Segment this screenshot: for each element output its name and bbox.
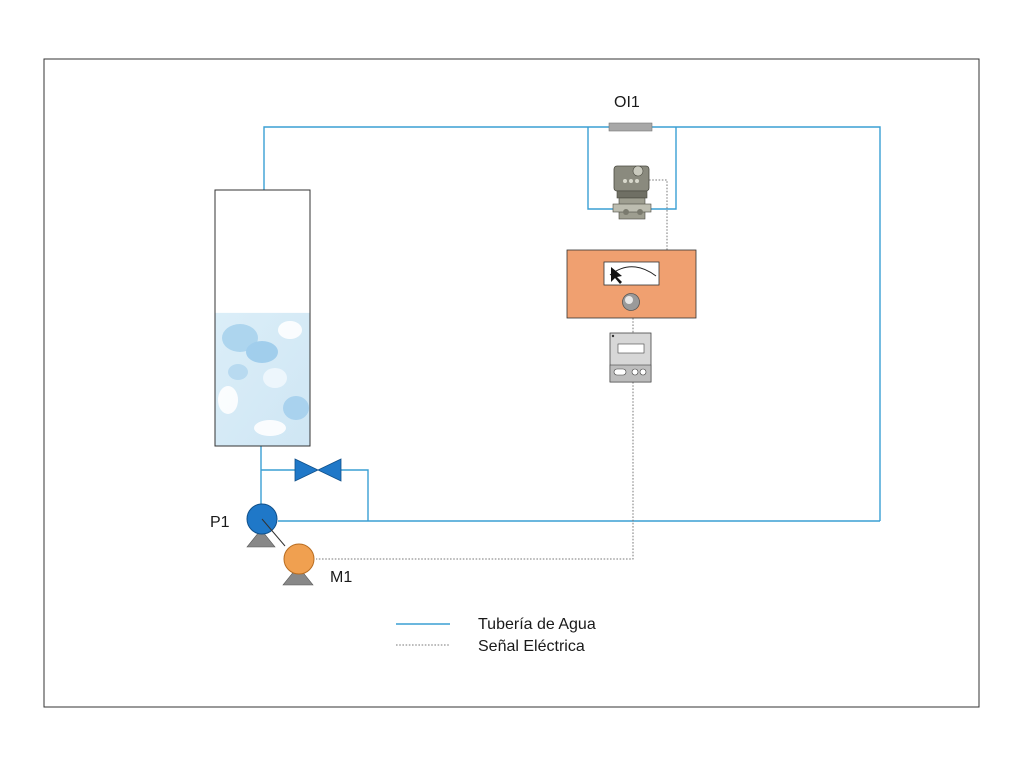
label-m1: M1 (330, 569, 352, 586)
flow-indicator-bar[interactable] (608, 122, 653, 132)
legend-electric-signal: Señal Eléctrica (478, 638, 585, 655)
pressure-transmitter-icon[interactable] (612, 165, 652, 220)
tank-body (214, 189, 311, 447)
water-highlights (218, 321, 309, 436)
motor-icon (283, 543, 315, 575)
water-piping (260, 126, 881, 522)
valve-icon[interactable] (294, 458, 342, 482)
pump-p1[interactable] (246, 503, 286, 548)
variable-frequency-drive-icon[interactable] (609, 332, 652, 383)
motor-m1[interactable] (282, 543, 315, 586)
legend-water-pipe: Tubería de Agua (478, 616, 596, 633)
diagram-frame (43, 58, 980, 708)
label-oi1: OI1 (614, 94, 640, 111)
drive-display (617, 343, 645, 354)
legend: Tubería de Agua Señal Eléctrica (396, 616, 596, 655)
label-p1: P1 (210, 514, 230, 531)
gauge-needle-icon (611, 267, 622, 284)
signal-wiring (316, 179, 668, 560)
tank (214, 189, 311, 447)
analog-controller-icon[interactable] (566, 249, 697, 319)
